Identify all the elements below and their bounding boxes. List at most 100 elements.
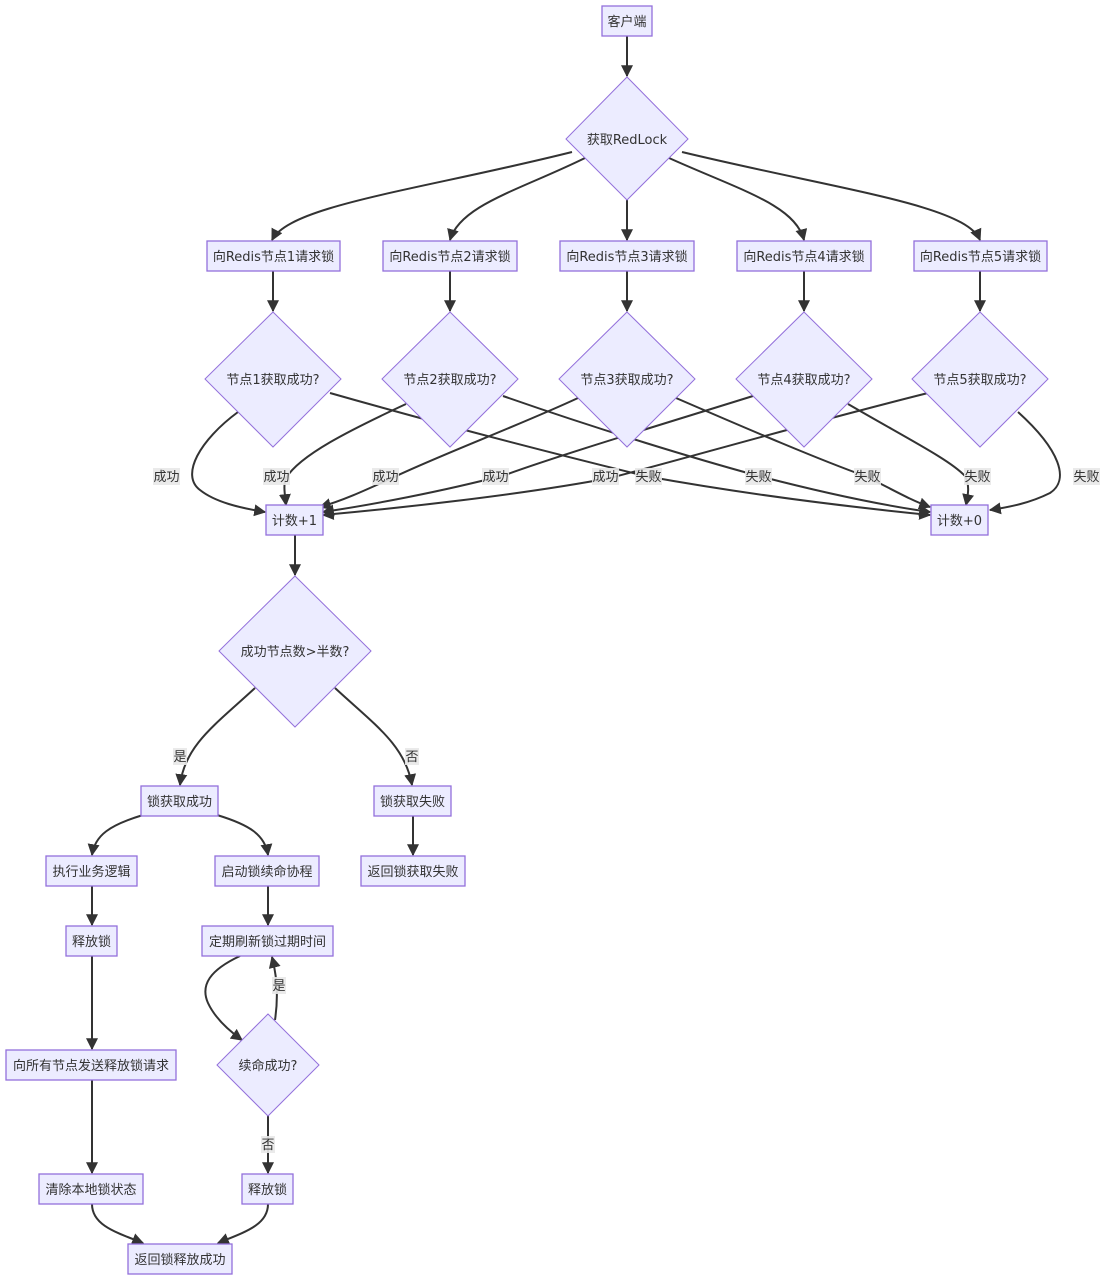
svg-text:向Redis节点5请求锁: 向Redis节点5请求锁 (920, 249, 1041, 265)
node-lock-failed: 锁获取失败 (373, 785, 452, 817)
svg-text:向Redis节点3请求锁: 向Redis节点3请求锁 (566, 249, 687, 265)
svg-text:否: 否 (405, 750, 418, 765)
svg-text:失败: 失败 (854, 470, 880, 485)
edge-label-success-1: 成功 (153, 468, 180, 485)
svg-text:失败: 失败 (635, 470, 661, 485)
edge-label-success-5: 成功 (592, 468, 619, 485)
node-acquire-redlock: 获取RedLock (565, 76, 689, 201)
svg-text:启动锁续命协程: 启动锁续命协程 (221, 864, 312, 880)
svg-text:是: 是 (173, 750, 186, 765)
svg-text:锁获取失败: 锁获取失败 (380, 794, 445, 810)
edge-label-yes-majority: 是 (173, 748, 187, 765)
edge-label-yes-renew: 是 (272, 977, 286, 994)
svg-text:失败: 失败 (1073, 470, 1099, 485)
node-send-release-all: 向所有节点发送释放锁请求 (5, 1049, 177, 1081)
node-return-release-success: 返回锁释放成功 (127, 1243, 233, 1275)
edge-label-failure-1: 失败 (635, 468, 662, 485)
edge-acquire-req2 (447, 157, 586, 242)
edge-chk5-plus0 (988, 411, 1061, 515)
edge-label-no-renew: 否 (261, 1136, 275, 1153)
svg-text:向Redis节点4请求锁: 向Redis节点4请求锁 (743, 249, 864, 265)
edge-majority-lockfail (334, 687, 417, 787)
svg-text:执行业务逻辑: 执行业务逻辑 (52, 864, 130, 880)
svg-text:成功: 成功 (482, 470, 508, 485)
edge-chk4-plus1 (321, 395, 754, 517)
node-clear-local-state: 清除本地锁状态 (38, 1173, 144, 1205)
svg-text:定期刷新锁过期时间: 定期刷新锁过期时间 (209, 934, 326, 950)
node-request-node3: 向Redis节点3请求锁 (559, 240, 695, 272)
edge-chk3-plus1 (318, 397, 579, 510)
svg-text:节点4获取成功?: 节点4获取成功? (757, 373, 850, 388)
svg-text:成功: 成功 (263, 470, 289, 485)
edge-labels: 成功 成功 成功 成功 成功 失败 失败 失败 失败 失败 是 否 是 否 (153, 468, 1100, 1153)
node-check-node1: 节点1获取成功? (204, 311, 342, 448)
svg-text:节点3获取成功?: 节点3获取成功? (580, 373, 673, 388)
node-return-acquire-failed: 返回锁获取失败 (360, 855, 466, 887)
edge-lockok-business (87, 814, 144, 857)
svg-text:锁获取成功: 锁获取成功 (147, 794, 212, 810)
edge-release2-returnrelease (216, 1203, 269, 1245)
svg-text:续命成功?: 续命成功? (239, 1058, 298, 1074)
svg-text:成功: 成功 (372, 470, 398, 485)
svg-text:客户端: 客户端 (607, 14, 646, 30)
edge-chk1-plus1 (191, 411, 267, 517)
node-count-plus-one: 计数+1 (265, 504, 324, 536)
svg-text:计数+0: 计数+0 (937, 514, 982, 529)
svg-text:向Redis节点2请求锁: 向Redis节点2请求锁 (389, 249, 510, 265)
edge-clearstate-returnrelease (91, 1203, 145, 1245)
edge-acquire-req1 (271, 151, 573, 242)
svg-text:是: 是 (272, 979, 285, 994)
node-count-plus-zero: 计数+0 (930, 504, 989, 536)
edge-acquire-req5 (681, 151, 982, 242)
svg-text:返回锁释放成功: 返回锁释放成功 (134, 1252, 225, 1268)
node-request-node1: 向Redis节点1请求锁 (206, 240, 341, 272)
svg-text:获取RedLock: 获取RedLock (587, 133, 668, 148)
node-release-lock-1: 释放锁 (65, 925, 118, 957)
node-check-node2: 节点2获取成功? (381, 311, 519, 448)
svg-text:节点1获取成功?: 节点1获取成功? (226, 373, 319, 388)
edge-label-success-4: 成功 (482, 468, 509, 485)
node-request-node4: 向Redis节点4请求锁 (736, 240, 872, 272)
node-release-lock-2: 释放锁 (241, 1173, 294, 1205)
svg-text:节点2获取成功?: 节点2获取成功? (403, 373, 496, 388)
svg-text:向Redis节点1请求锁: 向Redis节点1请求锁 (213, 249, 334, 265)
edge-label-failure-2: 失败 (745, 468, 772, 485)
edge-refresh-renewok (204, 955, 243, 1041)
node-refresh-expiry: 定期刷新锁过期时间 (201, 925, 334, 957)
edge-label-no-majority: 否 (405, 748, 419, 765)
svg-text:成功: 成功 (592, 470, 618, 485)
edge-label-success-2: 成功 (263, 468, 290, 485)
edge-acquire-req4 (668, 157, 808, 242)
edge-chk2-plus1 (278, 403, 407, 507)
edge-lockok-renewstart (216, 814, 273, 857)
svg-text:释放锁: 释放锁 (72, 934, 111, 950)
node-request-node2: 向Redis节点2请求锁 (382, 240, 518, 272)
node-execute-business: 执行业务逻辑 (45, 855, 138, 887)
edge-label-failure-5: 失败 (1073, 468, 1100, 485)
svg-text:成功节点数>半数?: 成功节点数>半数? (241, 645, 350, 660)
svg-text:计数+1: 计数+1 (272, 514, 317, 529)
edge-majority-lockok (175, 687, 256, 787)
svg-text:释放锁: 释放锁 (248, 1182, 287, 1198)
edge-label-success-3: 成功 (372, 468, 399, 485)
node-check-node4: 节点4获取成功? (735, 311, 873, 448)
node-check-node5: 节点5获取成功? (911, 311, 1049, 448)
node-renew-success-check: 续命成功? (216, 1013, 320, 1117)
node-request-node5: 向Redis节点5请求锁 (913, 240, 1048, 272)
node-client: 客户端 (601, 5, 653, 37)
nodes: 客户端 获取RedLock 向Redis节点1请求锁 向Redis节点2请求锁 … (5, 5, 1049, 1275)
svg-text:清除本地锁状态: 清除本地锁状态 (45, 1182, 136, 1198)
edge-label-failure-3: 失败 (854, 468, 881, 485)
node-start-renewal: 启动锁续命协程 (214, 855, 320, 887)
svg-text:失败: 失败 (964, 470, 990, 485)
node-majority-check: 成功节点数>半数? (218, 575, 372, 728)
svg-text:向所有节点发送释放锁请求: 向所有节点发送释放锁请求 (13, 1058, 169, 1074)
edge-chk4-plus0 (847, 403, 975, 507)
svg-text:节点5获取成功?: 节点5获取成功? (933, 373, 1026, 388)
node-check-node3: 节点3获取成功? (558, 311, 696, 448)
edge-chk3-plus0 (675, 397, 932, 510)
edge-label-failure-4: 失败 (964, 468, 991, 485)
svg-text:失败: 失败 (745, 470, 771, 485)
svg-text:成功: 成功 (153, 470, 179, 485)
